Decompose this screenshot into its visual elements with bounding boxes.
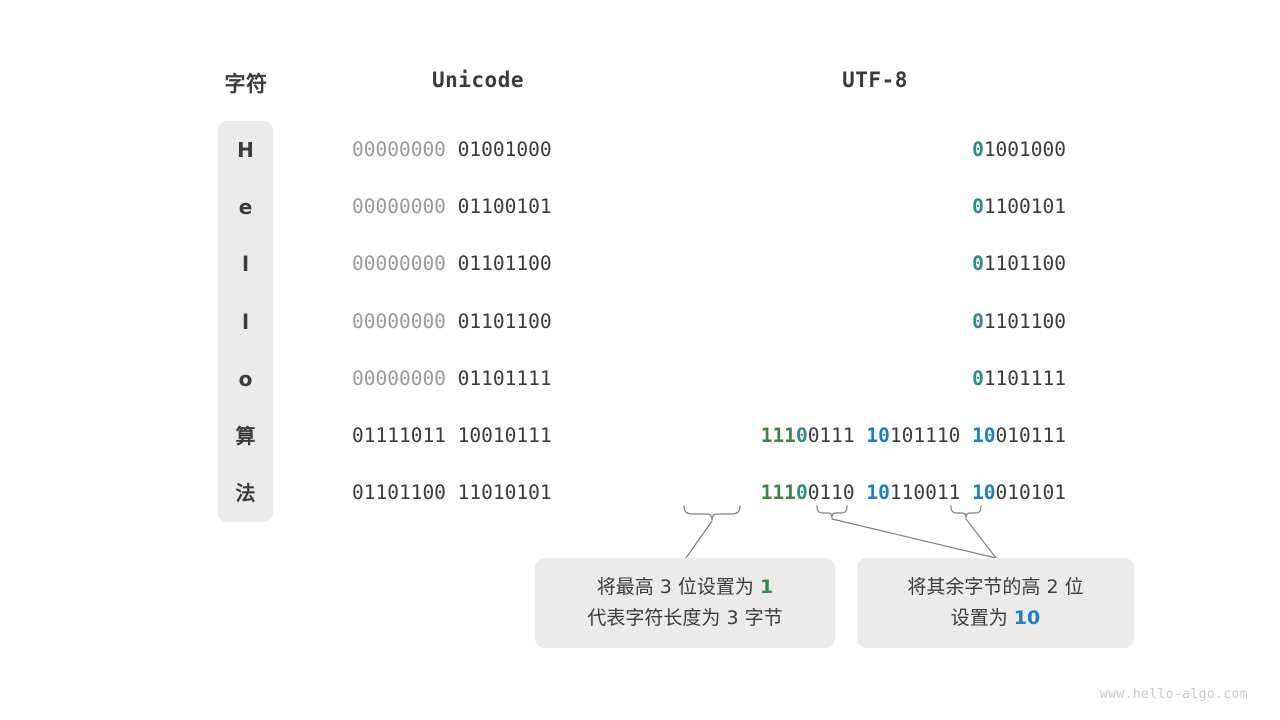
bit-group-dark: 010101 (995, 481, 1066, 505)
bit-group-teal: 0 (972, 138, 984, 161)
character-cell: l (242, 252, 249, 277)
unicode-bits: 00000000 01100101 (352, 194, 552, 220)
brace-first-byte (683, 505, 741, 521)
brace-second-byte (816, 505, 848, 519)
character-cell: e (238, 195, 253, 220)
callout-left-highlight: 1 (759, 576, 774, 598)
character-cell: 算 (235, 424, 256, 448)
callout-right-line1: 将其余字节的高 2 位 (907, 576, 1084, 598)
bit-group-teal: 0 (795, 424, 808, 447)
callout-right-highlight: 10 (1013, 607, 1041, 629)
callout-leading-bits: 将最高 3 位设置为 1 代表字符长度为 3 字节 (535, 558, 835, 648)
footer-watermark: www.hello-algo.com (1099, 687, 1248, 702)
bit-group-dark: 0111 (807, 424, 867, 447)
column-header-unicode: Unicode (431, 68, 524, 92)
callout-left-line1: 将最高 3 位设置为 1 (597, 572, 773, 603)
bit-group-blue: 10 (972, 424, 996, 447)
unicode-bits: 01111011 10010111 (352, 423, 552, 449)
bit-group-dark: 010111 (995, 424, 1066, 447)
character-cell: 法 (235, 481, 256, 506)
bit-group-green: 111 (760, 424, 796, 447)
bit-group-dark: 1001000 (983, 138, 1066, 161)
bit-group-teal: 0 (972, 366, 984, 390)
bit-group-dark: 01101100 (457, 252, 552, 276)
bit-group-dark: 101110 (889, 424, 973, 447)
bit-group-teal: 0 (972, 252, 984, 276)
column-header-utf8: UTF-8 (842, 68, 908, 92)
unicode-bits: 01101100 11010101 (352, 480, 552, 506)
callout-right-line2-text: 设置为 (950, 607, 1014, 629)
bit-group-dim: 00000000 (352, 366, 458, 390)
bit-group-dim: 00000000 (352, 195, 458, 219)
bit-group-dark: 110011 (889, 481, 973, 505)
character-column-panel (218, 121, 273, 522)
bit-group-dark: 01101100 11010101 (352, 481, 552, 505)
utf8-bits: 01101111 (972, 366, 1066, 392)
bit-group-dark: 1101100 (983, 252, 1066, 276)
bit-group-dim: 00000000 (352, 309, 458, 333)
bit-group-dark: 1100101 (983, 195, 1066, 219)
bit-group-dark: 0110 (807, 481, 867, 505)
column-header-character: 字符 (224, 72, 268, 96)
leader-line-left (685, 520, 713, 559)
bit-group-dark: 01101111 (457, 366, 552, 390)
callout-left-line1-text: 将最高 3 位设置为 (596, 576, 760, 598)
callout-left-line2: 代表字符长度为 3 字节 (587, 607, 783, 629)
unicode-bits: 00000000 01101111 (352, 366, 552, 392)
unicode-bits: 00000000 01101100 (352, 309, 552, 335)
utf8-bits: 01101100 (972, 309, 1066, 335)
bit-group-dark: 01101100 (457, 309, 552, 333)
utf8-bits: 01101100 (972, 251, 1066, 277)
bit-group-green: 111 (760, 481, 796, 505)
bit-group-dark: 01100101 (457, 195, 552, 219)
bit-group-dark: 01111011 10010111 (352, 424, 552, 447)
bit-group-dark: 1101100 (983, 309, 1066, 333)
bit-group-teal: 0 (972, 195, 984, 219)
utf8-bits: 01001000 (972, 137, 1066, 163)
leader-line-right-b (965, 518, 997, 559)
bit-group-dark: 01001000 (457, 138, 552, 161)
bit-group-blue: 10 (866, 481, 890, 505)
character-cell: l (242, 309, 249, 334)
bit-group-blue: 10 (972, 481, 996, 505)
bit-group-teal: 0 (795, 481, 808, 505)
leader-line-right-a (831, 518, 997, 559)
callout-continuation-bits: 将其余字节的高 2 位 设置为 10 (857, 558, 1134, 648)
callout-right-line2: 设置为 10 (951, 603, 1041, 634)
unicode-bits: 00000000 01101100 (352, 251, 552, 277)
character-cell: o (238, 366, 253, 391)
brace-third-byte (950, 505, 982, 519)
bit-group-dim: 00000000 (352, 138, 458, 161)
bit-group-teal: 0 (972, 309, 984, 333)
bit-group-dim: 00000000 (352, 252, 458, 276)
utf8-bits: 11100110 10110011 10010101 (761, 480, 1066, 506)
unicode-bits: 00000000 01001000 (352, 137, 552, 163)
utf8-bits: 01100101 (972, 194, 1066, 220)
bit-group-dark: 1101111 (983, 366, 1066, 390)
character-cell: H (237, 138, 254, 162)
utf8-bits: 11100111 10101110 10010111 (761, 423, 1066, 449)
bit-group-blue: 10 (866, 424, 890, 447)
